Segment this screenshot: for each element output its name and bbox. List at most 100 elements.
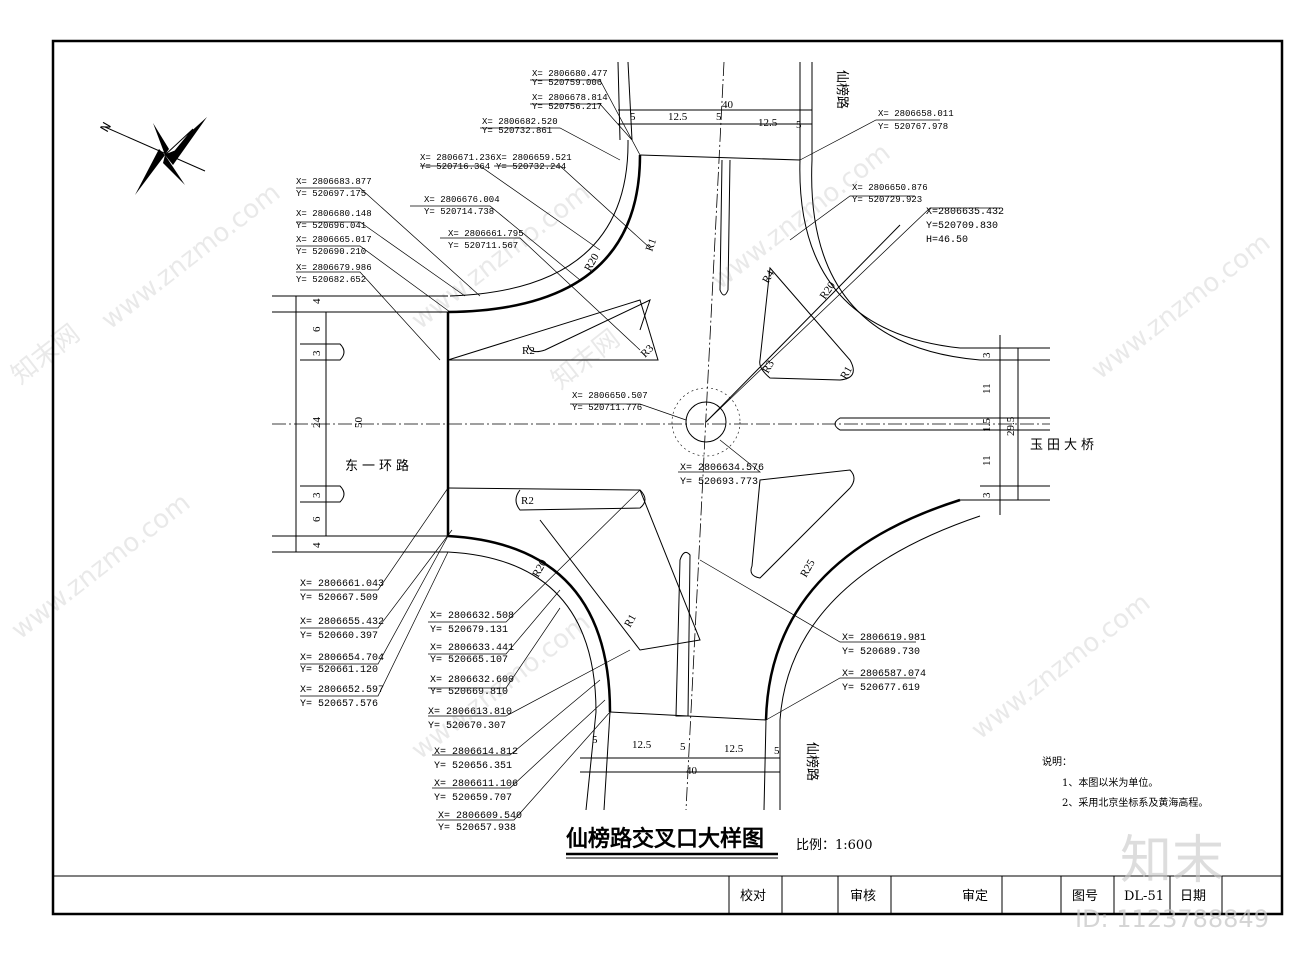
svg-text:X= 2806682.520: X= 2806682.520 — [482, 117, 558, 127]
svg-text:Y= 520729.923: Y= 520729.923 — [852, 195, 922, 205]
svg-text:R3: R3 — [760, 358, 777, 376]
svg-text:4: 4 — [311, 542, 323, 548]
svg-text:Y= 520667.509: Y= 520667.509 — [300, 593, 378, 604]
svg-text:1.5: 1.5 — [981, 418, 993, 432]
svg-text:X= 2806654.704: X= 2806654.704 — [300, 653, 384, 664]
svg-text:X= 2806611.106: X= 2806611.106 — [434, 779, 518, 790]
svg-text:Y= 520732.244: Y= 520732.244 — [496, 162, 566, 172]
west-approach — [272, 295, 659, 553]
svg-text:12.5: 12.5 — [632, 739, 652, 751]
drawing-title: 仙榜路交叉口大样图 — [566, 826, 764, 852]
dim-labels-north: 5 12.5 5 12.5 5 40 — [630, 99, 802, 131]
road-label-east: 玉田大桥 — [1030, 438, 1098, 453]
svg-text:Y= 520759.006: Y= 520759.006 — [532, 78, 602, 88]
svg-text:N: N — [97, 120, 114, 135]
svg-text:X= 2806652.597: X= 2806652.597 — [300, 685, 384, 696]
svg-text:Y= 520690.210: Y= 520690.210 — [296, 247, 366, 257]
tb-date-label: 日期 — [1180, 889, 1206, 904]
road-label-south: 仙榜路 — [804, 742, 820, 781]
tb-review-label: 审核 — [850, 889, 876, 904]
dim-labels-west: 4 6 3 24 3 6 4 50 — [311, 298, 365, 548]
watermark-brand: 知末网 — [6, 319, 86, 391]
svg-text:X= 2806632.600: X= 2806632.600 — [430, 675, 514, 686]
north-approach — [447, 61, 981, 361]
radius-labels: R20 R1 R2 R3 R20 R4 R3 R1 R20 R25 R1 R2 — [521, 237, 855, 630]
svg-text:Y= 520711.567: Y= 520711.567 — [448, 241, 518, 251]
watermark-id: ID: 1123788849 — [1075, 905, 1269, 933]
svg-text:X= 2806650.876: X= 2806650.876 — [852, 183, 928, 193]
svg-text:X= 2806609.540: X= 2806609.540 — [438, 811, 522, 822]
svg-text:Y= 520716.364: Y= 520716.364 — [420, 162, 490, 172]
svg-text:X= 2806671.236: X= 2806671.236 — [420, 153, 496, 163]
svg-text:Y= 520659.707: Y= 520659.707 — [434, 793, 512, 804]
svg-text:Y= 520682.652: Y= 520682.652 — [296, 275, 366, 285]
dimension-lines — [295, 109, 1019, 773]
svg-text:Y= 520669.810: Y= 520669.810 — [430, 687, 508, 698]
svg-text:Y= 520660.397: Y= 520660.397 — [300, 631, 378, 642]
svg-text:R2: R2 — [521, 495, 534, 507]
svg-text:Y= 520693.773: Y= 520693.773 — [680, 477, 758, 488]
svg-text:X= 2806634.576: X= 2806634.576 — [680, 463, 764, 474]
svg-text:X= 2806587.074: X= 2806587.074 — [842, 669, 926, 680]
svg-text:R20: R20 — [582, 251, 602, 273]
svg-text:Y= 520657.576: Y= 520657.576 — [300, 699, 378, 710]
south-approach — [447, 489, 981, 811]
drawing-frame — [51, 39, 1284, 916]
notes: 说明： 1、本图以米为单位。 2、采用北京坐标系及黄海高程。 — [1042, 755, 1208, 809]
watermark-site: www.znzmo.com — [706, 138, 896, 296]
svg-text:R20: R20 — [530, 557, 550, 579]
svg-text:X= 2806613.810: X= 2806613.810 — [428, 707, 512, 718]
svg-text:X= 2806661.043: X= 2806661.043 — [300, 579, 384, 590]
dim-labels-south: 5 12.5 5 12.5 5 40 — [592, 734, 780, 777]
tb-check-label: 校对 — [740, 888, 766, 904]
svg-text:X= 2806655.432: X= 2806655.432 — [300, 617, 384, 628]
svg-text:3: 3 — [981, 492, 993, 498]
svg-text:X= 2806679.986: X= 2806679.986 — [296, 263, 372, 273]
svg-text:5: 5 — [630, 111, 636, 123]
svg-text:X= 2806676.004: X= 2806676.004 — [424, 195, 500, 205]
svg-text:Y= 520767.978: Y= 520767.978 — [878, 122, 948, 132]
svg-text:Y= 520696.041: Y= 520696.041 — [296, 221, 366, 231]
svg-text:5: 5 — [592, 734, 598, 746]
svg-text:R1: R1 — [838, 364, 855, 381]
svg-text:X= 2806659.521: X= 2806659.521 — [496, 153, 572, 163]
svg-text:X= 2806683.877: X= 2806683.877 — [296, 177, 372, 187]
svg-text:6: 6 — [311, 516, 323, 522]
svg-text:Y= 520677.619: Y= 520677.619 — [842, 683, 920, 694]
svg-text:X= 2806650.507: X= 2806650.507 — [572, 391, 648, 401]
svg-text:X= 2806619.981: X= 2806619.981 — [842, 633, 926, 644]
svg-text:X= 2806632.508: X= 2806632.508 — [430, 611, 514, 622]
svg-text:12.5: 12.5 — [758, 117, 778, 129]
svg-text:X= 2806680.148: X= 2806680.148 — [296, 209, 372, 219]
svg-text:R4: R4 — [760, 268, 777, 286]
svg-text:Y= 520665.107: Y= 520665.107 — [430, 655, 508, 666]
tb-approve-label: 审定 — [962, 889, 988, 904]
svg-text:X= 2806665.017: X= 2806665.017 — [296, 235, 372, 245]
drawing-scale: 比例：1:600 — [796, 838, 872, 853]
svg-text:3: 3 — [981, 352, 993, 358]
svg-text:Y= 520711.776: Y= 520711.776 — [572, 403, 642, 413]
dim-labels-east: 3 11 1.5 11 3 29.5 — [981, 352, 1017, 498]
svg-text:X= 2806658.011: X= 2806658.011 — [878, 109, 954, 119]
svg-text:Y= 520679.131: Y= 520679.131 — [430, 625, 508, 636]
svg-text:12.5: 12.5 — [668, 111, 688, 123]
svg-text:3: 3 — [311, 492, 323, 498]
svg-text:4: 4 — [311, 298, 323, 304]
svg-text:5: 5 — [796, 119, 802, 131]
svg-text:40: 40 — [722, 99, 734, 111]
svg-text:Y= 520670.307: Y= 520670.307 — [428, 721, 506, 732]
north-arrow-icon: N — [97, 117, 207, 195]
watermark-site: www.znzmo.com — [1086, 228, 1276, 386]
svg-text:X= 2806680.477: X= 2806680.477 — [532, 69, 608, 79]
notes-heading: 说明： — [1042, 755, 1072, 768]
svg-text:11: 11 — [981, 383, 993, 394]
east-approach — [750, 266, 1050, 579]
tb-drawing-no-label: 图号 — [1072, 889, 1098, 904]
svg-text:Y= 520756.217: Y= 520756.217 — [532, 102, 602, 112]
svg-text:Y= 520656.351: Y= 520656.351 — [434, 761, 512, 772]
svg-text:24: 24 — [311, 417, 323, 429]
watermark-site: www.znzmo.com — [966, 588, 1156, 746]
coordinate-labels: X= 2806680.477 Y= 520759.006 X= 2806678.… — [296, 69, 1004, 834]
svg-text:Y= 520657.938: Y= 520657.938 — [438, 823, 516, 834]
